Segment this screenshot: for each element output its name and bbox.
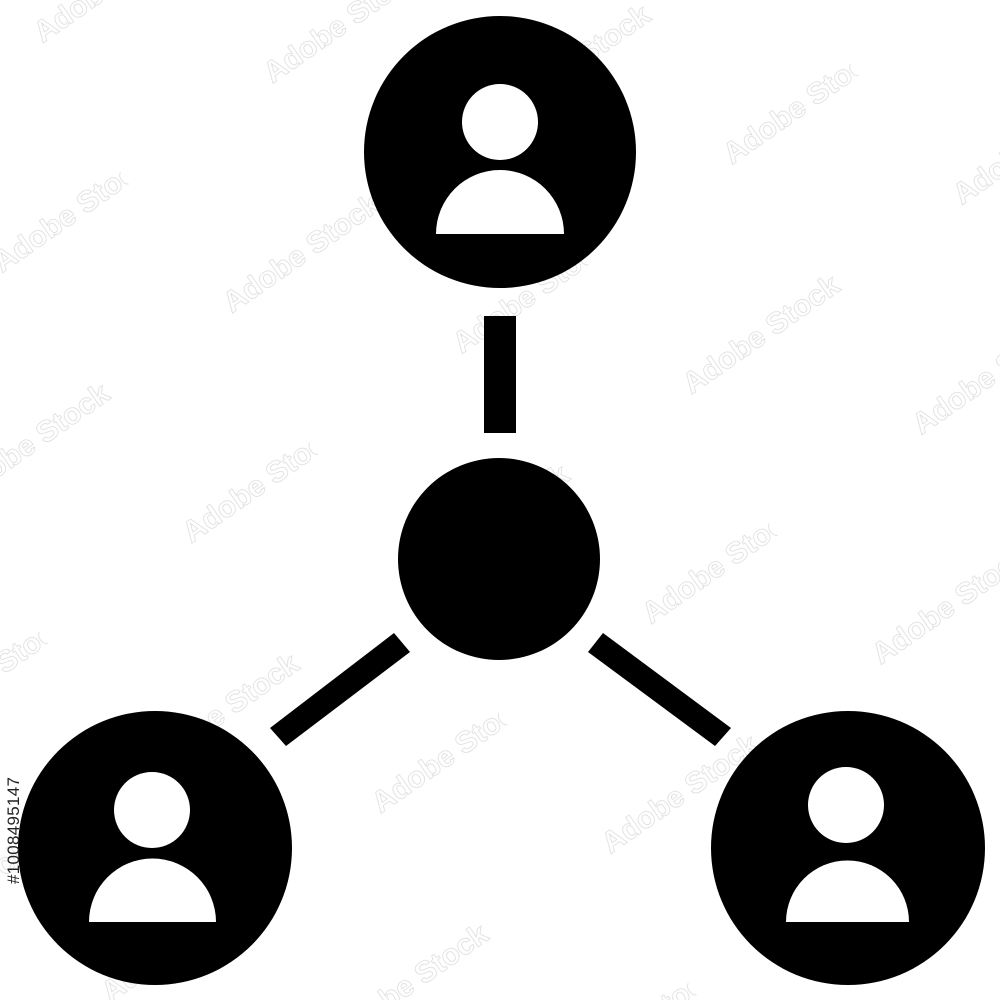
node-circle: [18, 711, 292, 985]
connector-top: [484, 316, 516, 433]
person-icon: [89, 772, 216, 922]
connector-left: [270, 633, 410, 746]
connector-right: [588, 633, 731, 746]
user-node-left: [18, 711, 292, 985]
stock-id-text: #1008495147: [4, 776, 23, 884]
node-circle: [711, 711, 985, 985]
user-node-right: [711, 711, 985, 985]
person-icon: [786, 767, 909, 922]
stock-id-watermark: #1008495147: [2, 752, 32, 892]
person-icon: [436, 84, 564, 234]
hub-circle: [398, 458, 600, 660]
user-node-top: [364, 16, 636, 288]
